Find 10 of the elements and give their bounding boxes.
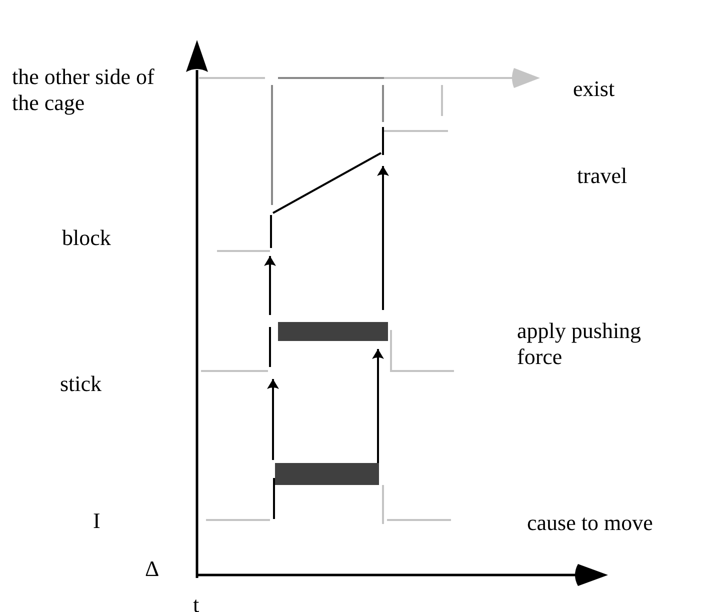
state-label: exist xyxy=(573,76,615,102)
state-label: apply pushing force xyxy=(517,318,642,370)
axis-label: t xyxy=(193,592,200,612)
level-label: stick xyxy=(60,371,102,397)
level-label: I xyxy=(93,508,100,534)
axis-label: Δ xyxy=(145,556,160,582)
state-label: travel xyxy=(577,163,628,189)
state-label: cause to move xyxy=(527,510,653,536)
level-label: block xyxy=(62,225,111,251)
level-label: the other side of the cage xyxy=(12,64,156,116)
